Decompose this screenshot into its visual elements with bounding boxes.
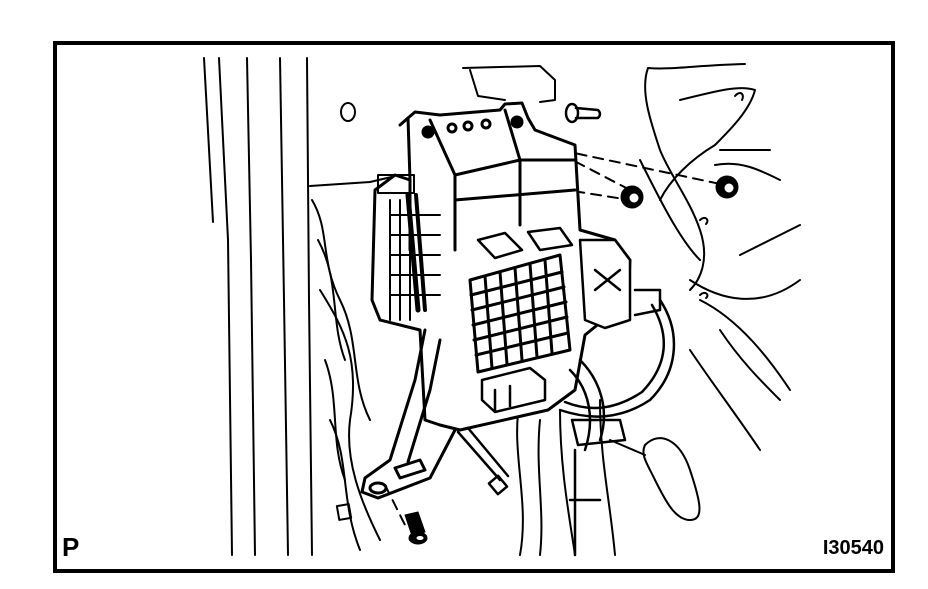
lower-right-structure	[568, 418, 627, 557]
pillar-panel	[203, 57, 401, 556]
mounting-bracket	[360, 328, 457, 500]
relay-block	[480, 366, 547, 414]
right-connector	[578, 238, 662, 330]
nut-center	[620, 185, 644, 209]
rod	[456, 426, 510, 496]
reinforcement-brace	[462, 63, 801, 451]
top-connectors	[476, 226, 574, 260]
corner-marker: P	[62, 532, 80, 562]
stud-bolt-top	[564, 102, 602, 124]
bolt-bottom	[404, 511, 428, 545]
figure-id: I30540	[822, 537, 884, 559]
left-connector	[377, 174, 441, 321]
nut-right	[715, 175, 739, 199]
lever-handle	[609, 437, 701, 521]
fuse-grid	[468, 253, 572, 374]
wire-harness	[558, 298, 676, 452]
